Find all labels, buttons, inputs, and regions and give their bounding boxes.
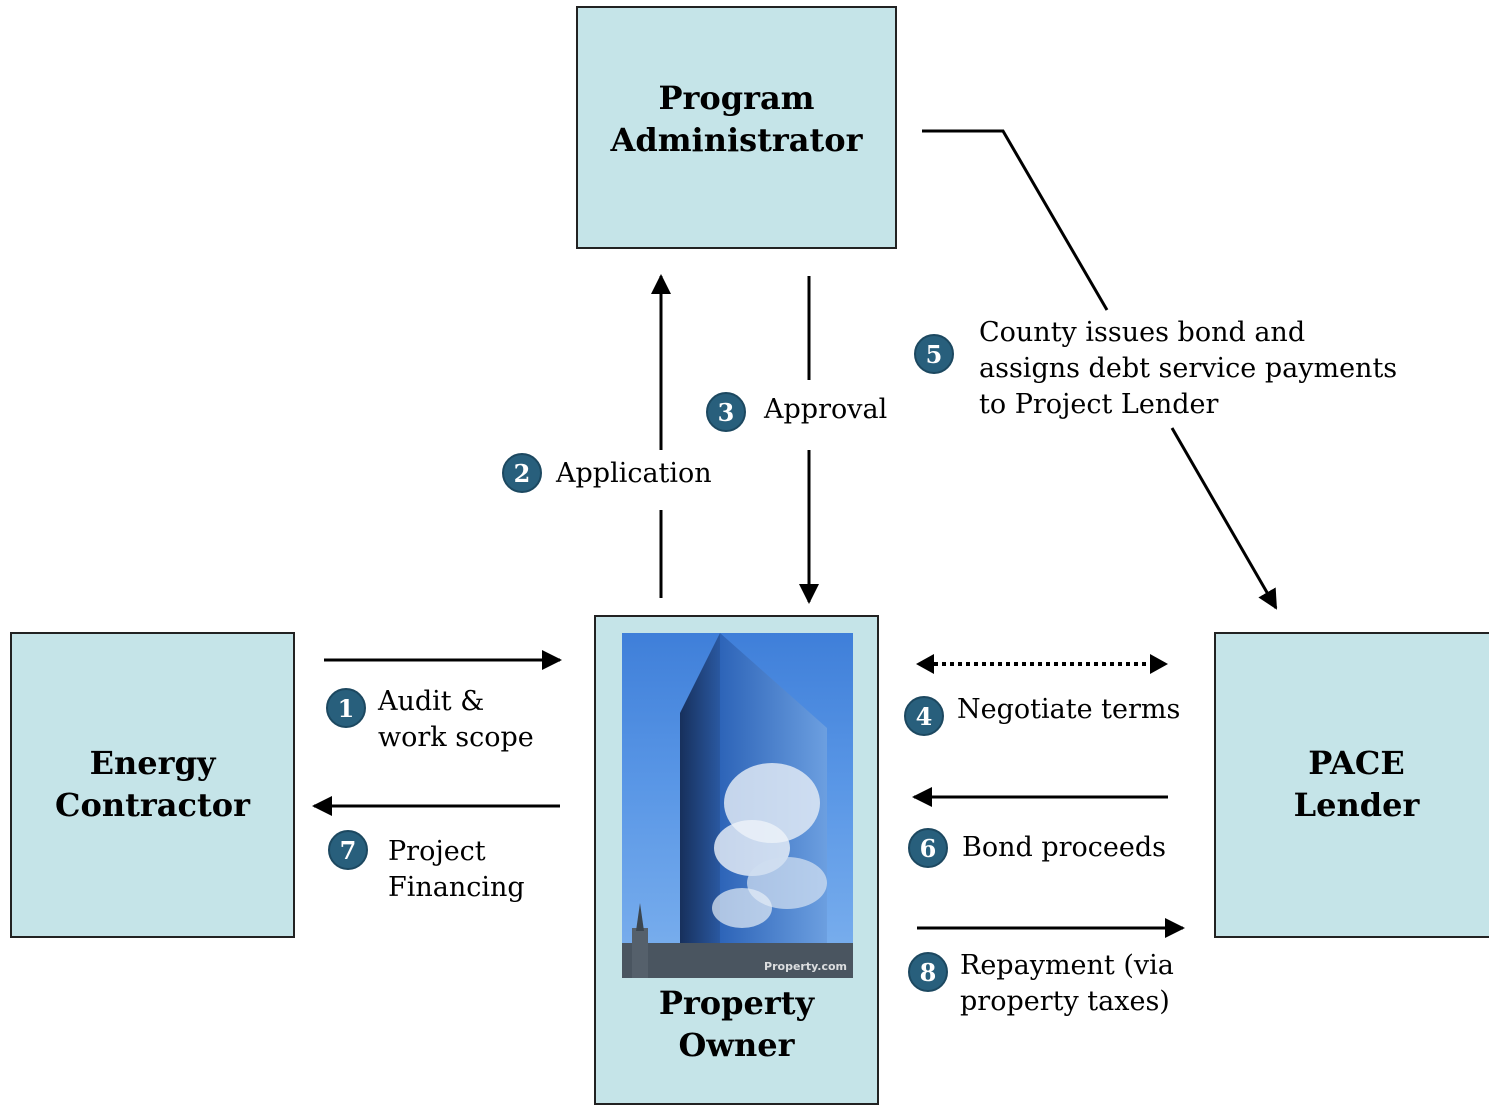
step-8-badge: 8 [908, 952, 948, 992]
bond-path-lower [1170, 427, 1278, 610]
property-owner-box: Property.com Property Owner [594, 615, 879, 1105]
energy-contractor-line-2: Contractor [55, 786, 250, 824]
step-4-badge: 4 [904, 696, 944, 736]
negotiate-arrowhead-left [916, 654, 934, 674]
property-owner-line-1: Property [658, 984, 815, 1022]
bond-path-upper [922, 129, 1109, 311]
property-owner-title: Property Owner [596, 983, 877, 1066]
step-8-label-line-2: property taxes) [960, 986, 1170, 1017]
step-8-label-line-1: Repayment (via [960, 950, 1174, 981]
step-3-badge: 3 [706, 392, 746, 432]
step-7-label-line-2: Financing [388, 872, 525, 903]
step-3-label: Approval [764, 394, 888, 425]
property-owner-line-2: Owner [678, 1025, 795, 1064]
skyscraper-image [622, 633, 853, 978]
program-administrator-line-2: Administrator [610, 120, 863, 159]
step-5-label-line-3: to Project Lender [979, 389, 1219, 420]
energy-contractor-line-1: Energy [89, 744, 216, 783]
step-7-badge: 7 [328, 830, 368, 870]
pace-lender-box: PACE Lender [1214, 632, 1489, 938]
step-6-label: Bond proceeds [962, 832, 1167, 863]
step-6-badge: 6 [908, 828, 948, 868]
step-2-badge: 2 [502, 453, 542, 493]
step-1-label: Audit & work scope [378, 684, 534, 756]
energy-contractor-box: Energy Contractor [10, 632, 295, 938]
step-7-label-line-1: Project [388, 836, 486, 867]
step-5-badge: 5 [914, 334, 954, 374]
step-5-label: County issues bond and assigns debt serv… [979, 315, 1397, 423]
pace-lender-line-1: PACE [1308, 744, 1405, 783]
step-4-label: Negotiate terms [957, 694, 1181, 725]
step-5-label-line-1: County issues bond and [979, 317, 1306, 348]
step-7-label: Project Financing [388, 834, 525, 906]
step-2-label: Application [556, 458, 712, 489]
program-administrator-box: Program Administrator [576, 6, 897, 249]
step-1-badge: 1 [326, 688, 366, 728]
pace-lender-line-2: Lender [1293, 786, 1420, 824]
step-1-label-line-2: work scope [378, 722, 534, 753]
step-1-label-line-1: Audit & [378, 686, 485, 717]
negotiate-arrowhead-right [1150, 654, 1168, 674]
program-administrator-line-1: Program [658, 79, 815, 117]
photo-watermark: Property.com [764, 959, 847, 973]
step-8-label: Repayment (via property taxes) [960, 948, 1174, 1020]
skyscraper-photo: Property.com [622, 633, 853, 978]
step-5-label-line-2: assigns debt service payments [979, 353, 1398, 384]
